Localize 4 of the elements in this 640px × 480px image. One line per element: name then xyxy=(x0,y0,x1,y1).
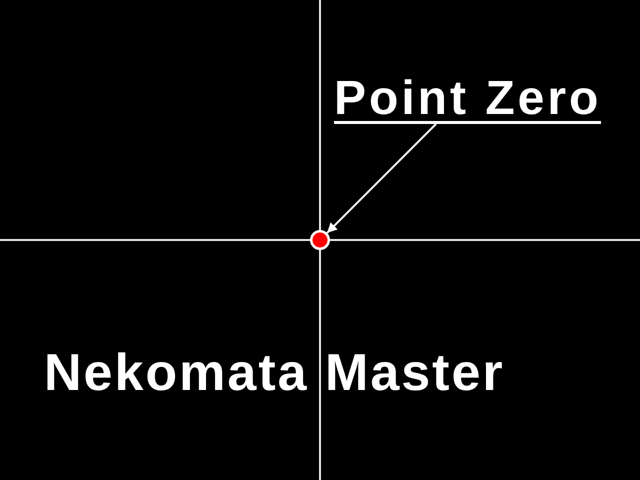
label-text: Nekomata Master xyxy=(44,347,505,399)
origin-dot xyxy=(310,230,330,250)
arrow xyxy=(326,123,437,234)
callout-label: Point Zero xyxy=(334,77,602,124)
